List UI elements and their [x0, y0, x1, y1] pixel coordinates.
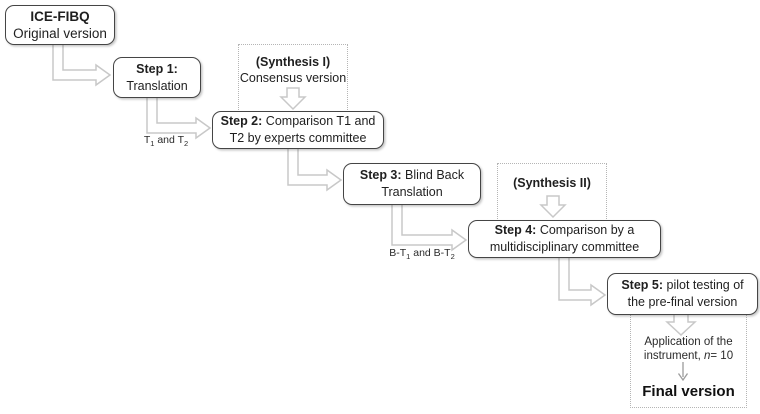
box-step4-label: Step 4: Comparison by a multidisciplinar…: [473, 222, 656, 256]
box-step5-text: pilot testing of the pre-final version: [627, 278, 744, 309]
application-note-n: n: [703, 350, 711, 362]
box-step4: Step 4: Comparison by a multidisciplinar…: [468, 220, 661, 258]
elbow-arrow-source-to-step1: [52, 42, 112, 87]
t-label-part2: and T: [154, 134, 184, 146]
box-step2-title: Step 2:: [220, 114, 263, 128]
box-step3-text: Blind Back Translation: [381, 168, 465, 199]
down-block-arrow-step5-to-application: [665, 311, 697, 337]
bt-label-part2: and B-T: [410, 247, 451, 259]
t-label-part: T: [143, 134, 151, 146]
synthesis-1-container: (Synthesis I) Consensus version: [238, 44, 348, 114]
bt-label-sub1: 1: [406, 252, 411, 262]
box-step1-title: Step 1:: [136, 61, 178, 76]
synthesis-1-title: (Synthesis I): [255, 55, 331, 69]
box-step3-label: Step 3: Blind Back Translation: [348, 167, 476, 201]
bt-label-sub2: 2: [450, 252, 455, 262]
synthesis-2-title: (Synthesis II): [513, 176, 591, 190]
box-step1-text: Translation: [126, 78, 188, 93]
box-step4-text: Comparison by a multidisciplinary commit…: [489, 223, 640, 254]
box-step1: Step 1: Translation: [113, 57, 201, 98]
application-note: Application of the instrument, n= 10: [633, 335, 744, 363]
elbow-arrow-step4-to-step5: [558, 255, 607, 307]
down-block-arrow-synthesis2-to-step4: [539, 195, 567, 219]
bt1-bt2-label: B-T1 and B-T2: [377, 247, 467, 261]
box-source: ICE-FIBQ Original version: [5, 5, 115, 45]
bt-label-part: B-T: [389, 247, 407, 259]
box-step2-label: Step 2: Comparison T1 and T2 by experts …: [217, 113, 379, 147]
box-step5: Step 5: pilot testing of the pre-final v…: [607, 273, 758, 315]
box-source-title: ICE-FIBQ: [30, 9, 90, 24]
application-note-post: = 10: [710, 350, 734, 362]
box-step3: Step 3: Blind Back Translation: [343, 163, 481, 205]
box-step4-title: Step 4:: [494, 223, 537, 237]
t-label-sub1: 1: [150, 139, 155, 149]
box-source-text: Original version: [13, 26, 107, 41]
box-step2: Step 2: Comparison T1 and T2 by experts …: [212, 111, 384, 149]
final-version-label: Final version: [642, 383, 735, 400]
down-block-arrow-synthesis1-to-step2: [279, 87, 307, 111]
application-note-pre: instrument,: [643, 350, 704, 362]
t-label-sub2: 2: [184, 139, 189, 149]
box-step5-label: Step 5: pilot testing of the pre-final v…: [612, 277, 753, 311]
elbow-arrow-step3-to-step4: [391, 202, 468, 252]
elbow-arrow-step1-to-step2: [146, 95, 212, 140]
elbow-arrow-step2-to-step3: [287, 146, 343, 192]
small-arrow-application-to-final: [677, 362, 689, 382]
synthesis-1-subtitle: Consensus version: [239, 71, 347, 85]
application-note-line1: Application of the: [644, 336, 733, 348]
box-step5-title: Step 5:: [621, 278, 664, 292]
box-step3-title: Step 3:: [359, 168, 402, 182]
box-step2-text: Comparison T1 and T2 by experts committe…: [229, 114, 376, 145]
t1-t2-label: T1 and T2: [126, 134, 206, 148]
